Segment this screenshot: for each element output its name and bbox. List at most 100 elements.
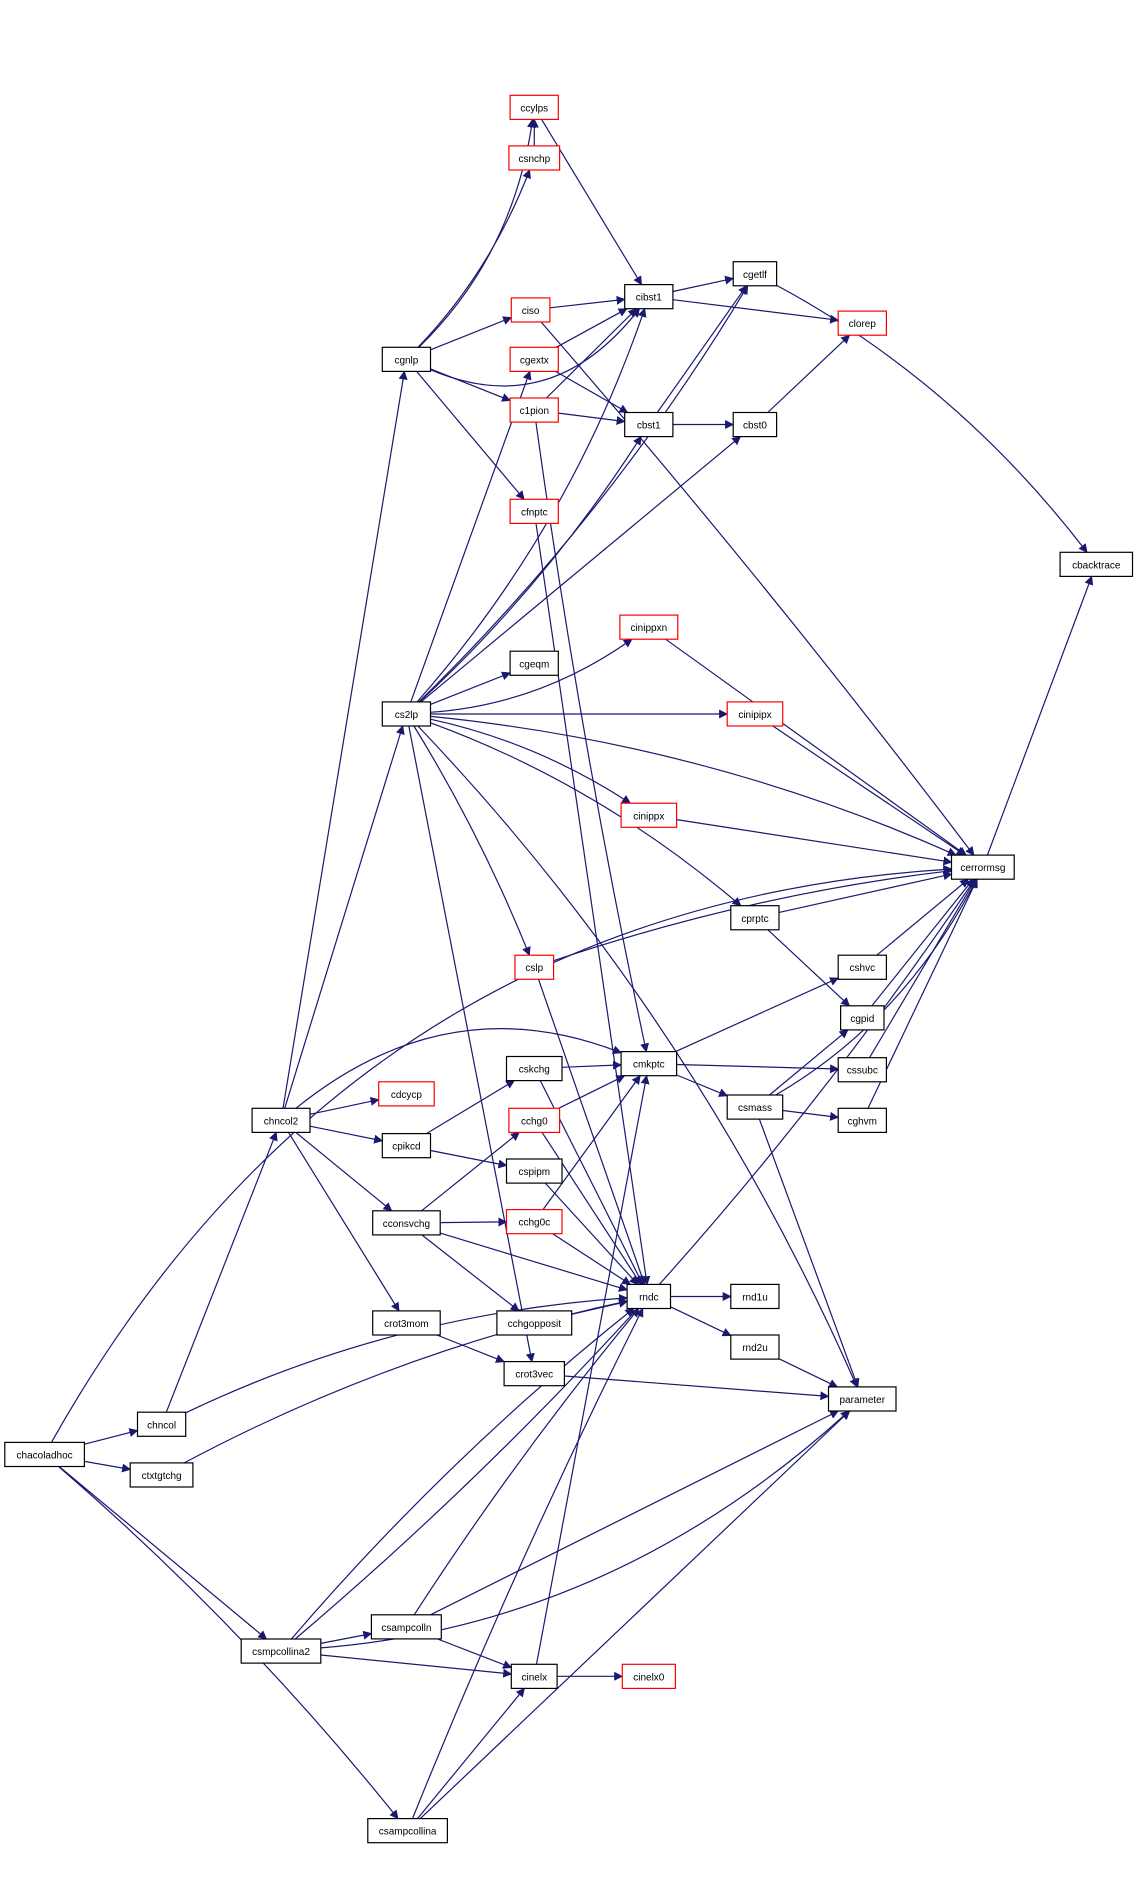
node-box-cskchg[interactable]	[505, 1055, 563, 1082]
node-rnd1u[interactable]: rnd1u	[730, 1283, 780, 1310]
node-cgpid[interactable]: cgpid	[839, 1005, 885, 1031]
node-box-cbst0[interactable]	[732, 411, 778, 438]
node-chncol[interactable]: chncol	[136, 1411, 187, 1437]
node-box-cbst1[interactable]	[624, 411, 674, 438]
node-cprptc[interactable]: cprptc	[730, 905, 780, 931]
node-box-cinelx[interactable]	[510, 1663, 558, 1690]
node-csmpcollina2[interactable]: csmpcollina2	[240, 1638, 322, 1664]
node-cinippxn[interactable]: cinippxn	[619, 614, 679, 640]
node-box-ctxtgtchg[interactable]	[129, 1462, 194, 1488]
node-cerrormsg[interactable]: cerrormsg	[950, 854, 1015, 880]
node-csampcolln[interactable]: csampcolln	[370, 1614, 442, 1640]
node-box-csnchp[interactable]	[508, 145, 561, 171]
node-box-cinipipx[interactable]	[726, 701, 784, 727]
node-cchg0c[interactable]: cchg0c	[505, 1208, 563, 1235]
node-box-csampcollina[interactable]	[367, 1817, 448, 1844]
node-cghvm[interactable]: cghvm	[837, 1107, 888, 1134]
node-cgetlf[interactable]: cgetlf	[732, 261, 778, 287]
node-chacoladhoc[interactable]: chacoladhoc	[4, 1441, 85, 1468]
node-box-cdcycp[interactable]	[378, 1081, 435, 1107]
node-box-cfnptc[interactable]	[509, 498, 559, 524]
node-box-ccylps[interactable]	[509, 94, 559, 121]
node-box-parameter[interactable]	[827, 1386, 897, 1412]
node-cbst0[interactable]: cbst0	[732, 411, 778, 438]
node-box-cghvm[interactable]	[837, 1107, 888, 1134]
node-chncol2[interactable]: chncol2	[251, 1107, 311, 1134]
node-cgeqm[interactable]: cgeqm	[509, 650, 559, 676]
node-box-cprptc[interactable]	[730, 905, 780, 931]
node-box-c1pion[interactable]	[509, 397, 559, 423]
node-cchg0[interactable]: cchg0	[508, 1107, 561, 1134]
node-cmkptc[interactable]: cmkptc	[620, 1050, 678, 1077]
node-box-cchg0c[interactable]	[505, 1208, 563, 1235]
node-cfnptc[interactable]: cfnptc	[509, 498, 559, 524]
node-box-cs2lp[interactable]	[381, 701, 432, 727]
node-cgextx[interactable]: cgextx	[509, 346, 559, 372]
node-box-cslp[interactable]	[514, 954, 555, 980]
node-box-cchgopposit[interactable]	[496, 1310, 573, 1336]
node-parameter[interactable]: parameter	[827, 1386, 897, 1412]
node-box-chncol[interactable]	[136, 1411, 187, 1437]
node-box-rnd2u[interactable]	[730, 1334, 780, 1360]
node-ctxtgtchg[interactable]: ctxtgtchg	[129, 1462, 194, 1488]
node-box-ciso[interactable]	[510, 297, 551, 323]
node-cpikcd[interactable]: cpikcd	[381, 1132, 432, 1159]
node-box-cgpid[interactable]	[839, 1005, 885, 1031]
node-cgnlp[interactable]: cgnlp	[381, 346, 432, 372]
node-box-cmkptc[interactable]	[620, 1050, 678, 1077]
node-box-csmpcollina2[interactable]	[240, 1638, 322, 1664]
node-crot3vec[interactable]: crot3vec	[503, 1360, 566, 1387]
node-cskchg[interactable]: cskchg	[505, 1055, 563, 1082]
node-box-cinippx[interactable]	[620, 802, 678, 828]
node-cinelx0[interactable]: cinelx0	[621, 1663, 676, 1690]
node-crot3mom[interactable]: crot3mom	[372, 1310, 441, 1336]
node-csampcollina[interactable]: csampcollina	[367, 1817, 448, 1844]
node-box-crot3vec[interactable]	[503, 1360, 566, 1387]
node-csnchp[interactable]: csnchp	[508, 145, 561, 171]
node-cspipm[interactable]: cspipm	[505, 1158, 563, 1184]
node-box-rnd1u[interactable]	[730, 1283, 780, 1310]
node-box-cinelx0[interactable]	[621, 1663, 676, 1690]
node-box-cspipm[interactable]	[505, 1158, 563, 1184]
node-box-cchg0[interactable]	[508, 1107, 561, 1134]
node-cinipipx[interactable]: cinipipx	[726, 701, 784, 727]
node-box-cpikcd[interactable]	[381, 1132, 432, 1159]
node-box-cerrormsg[interactable]	[950, 854, 1015, 880]
node-box-cgnlp[interactable]	[381, 346, 432, 372]
node-ccylps[interactable]: ccylps	[509, 94, 559, 121]
node-box-crot3mom[interactable]	[372, 1310, 441, 1336]
node-box-cgextx[interactable]	[509, 346, 559, 372]
node-box-cconsvchg[interactable]	[372, 1210, 441, 1236]
node-rndc[interactable]: rndc	[626, 1283, 672, 1310]
node-box-cibst1[interactable]	[624, 284, 674, 310]
node-box-cinippxn[interactable]	[619, 614, 679, 640]
node-box-cssubc[interactable]	[837, 1057, 888, 1083]
node-c1pion[interactable]: c1pion	[509, 397, 559, 423]
node-cinippx[interactable]: cinippx	[620, 802, 678, 828]
node-cinelx[interactable]: cinelx	[510, 1663, 558, 1690]
node-box-rndc[interactable]	[626, 1283, 672, 1310]
node-cibst1[interactable]: cibst1	[624, 284, 674, 310]
node-box-csmass[interactable]	[726, 1094, 784, 1120]
node-cbacktrace[interactable]: cbacktrace	[1059, 551, 1134, 577]
node-cs2lp[interactable]: cs2lp	[381, 701, 432, 727]
node-cconsvchg[interactable]: cconsvchg	[372, 1210, 441, 1236]
node-box-cshvc[interactable]	[837, 954, 888, 980]
node-box-clorep[interactable]	[837, 310, 888, 336]
node-box-cbacktrace[interactable]	[1059, 551, 1134, 577]
node-csmass[interactable]: csmass	[726, 1094, 784, 1120]
node-box-cgetlf[interactable]	[732, 261, 778, 287]
node-cchgopposit[interactable]: cchgopposit	[496, 1310, 573, 1336]
node-box-chncol2[interactable]	[251, 1107, 311, 1134]
node-cdcycp[interactable]: cdcycp	[378, 1081, 435, 1107]
node-ciso[interactable]: ciso	[510, 297, 551, 323]
node-box-chacoladhoc[interactable]	[4, 1441, 85, 1468]
node-clorep[interactable]: clorep	[837, 310, 888, 336]
node-cssubc[interactable]: cssubc	[837, 1057, 888, 1083]
node-box-cgeqm[interactable]	[509, 650, 559, 676]
node-cbst1[interactable]: cbst1	[624, 411, 674, 438]
node-cshvc[interactable]: cshvc	[837, 954, 888, 980]
node-box-csampcolln[interactable]	[370, 1614, 442, 1640]
node-cslp[interactable]: cslp	[514, 954, 555, 980]
node-rnd2u[interactable]: rnd2u	[730, 1334, 780, 1360]
